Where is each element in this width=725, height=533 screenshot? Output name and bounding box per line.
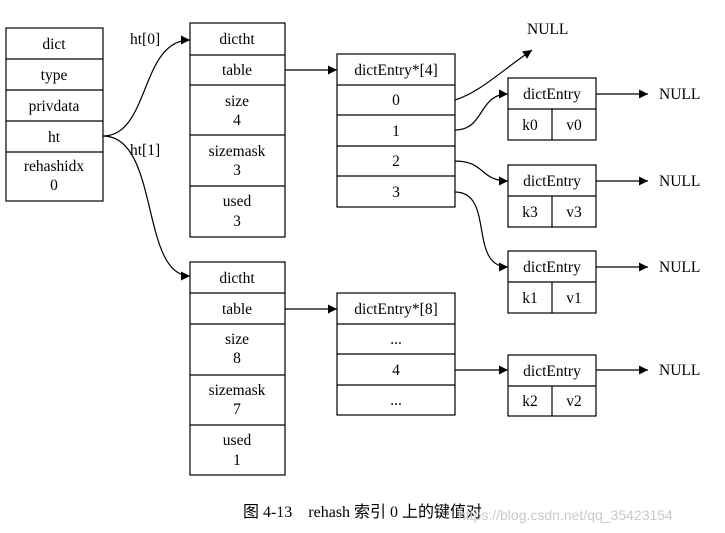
dict-entry-k3: dictEntry k3 v3	[507, 164, 597, 228]
dict-entry-k0-value: v0	[566, 117, 582, 134]
k1-next-null: NULL	[659, 259, 700, 276]
table-array-8-title: dictEntry*[8]	[354, 301, 438, 318]
dict-entry-k1-title: dictEntry	[523, 259, 581, 276]
dictht-0: dictht table size 4 sizemask 3 used 3	[189, 22, 286, 238]
dictht-1-table: table	[222, 301, 252, 318]
dict-entry-k1-key: k1	[522, 290, 538, 307]
edge-label-ht1: ht[1]	[130, 142, 160, 159]
dict-entry-k3-key: k3	[522, 204, 538, 221]
dict-entry-k2-value: v2	[566, 393, 582, 410]
dictht-1-used-label: used	[223, 432, 252, 449]
slot0-null-label: NULL	[527, 21, 568, 38]
figure-number: 图 4-13	[242, 504, 293, 521]
dict-title: dict	[42, 36, 66, 53]
dict-rehashidx-value: 0	[50, 177, 58, 194]
dict-entry-k1: dictEntry k1 v1	[507, 250, 597, 314]
dictht-0-size-value: 4	[233, 112, 241, 129]
edge-ht1	[102, 135, 191, 281]
edge-label-ht0: ht[0]	[130, 31, 160, 48]
dictht-0-sizemask-value: 3	[233, 162, 241, 179]
dictht-1-size-label: size	[225, 331, 249, 348]
table-array-8-slot-ellipsis-bottom: ...	[390, 392, 402, 409]
dict-entry-k2-title: dictEntry	[523, 363, 581, 380]
dictht-1-sizemask-label: sizemask	[209, 382, 266, 399]
table-array-8-slot-ellipsis-top: ...	[390, 331, 402, 348]
dict-entry-k3-value: v3	[566, 204, 582, 221]
table-array-8: dictEntry*[8] ... 4 ...	[336, 292, 456, 416]
k2-next-null: NULL	[659, 362, 700, 379]
dictht-1-title: dictht	[219, 270, 255, 287]
table-array-4-slot-2: 2	[392, 153, 400, 170]
dict-field-privdata: privdata	[29, 98, 80, 115]
watermark: https://blog.csdn.net/qq_35423154	[458, 507, 673, 523]
figure-title: rehash 索引 0 上的键值对	[308, 504, 483, 521]
dictht-1-size-value: 8	[233, 350, 241, 367]
table-array-4-slot-1: 1	[392, 123, 400, 140]
dict-field-type: type	[41, 67, 68, 84]
table-array-4-title: dictEntry*[4]	[354, 62, 438, 79]
dict-rehashidx-label: rehashidx	[24, 158, 85, 175]
dict-entry-k2-key: k2	[522, 393, 538, 410]
table-array-4: dictEntry*[4] 0 1 2 3	[336, 53, 456, 208]
dict-struct: dict type privdata ht rehashidx 0	[5, 27, 104, 202]
dict-field-ht: ht	[48, 129, 61, 146]
edge-slot3-entry	[454, 191, 509, 272]
dict-entry-k1-value: v1	[566, 290, 582, 307]
dictht-1-used-value: 1	[233, 452, 241, 469]
dict-entry-k0-title: dictEntry	[523, 86, 581, 103]
figure-caption: 图 4-13 rehash 索引 0 上的键值对	[0, 498, 725, 522]
table-array-4-slot-0: 0	[392, 92, 400, 109]
dictht-0-size-label: size	[225, 93, 249, 110]
edge-slot1-entry	[454, 89, 509, 131]
edge-slot2-entry	[454, 160, 509, 186]
edge-ht0	[102, 35, 191, 137]
dictht-0-used-label: used	[223, 193, 252, 210]
dict-entry-k0: dictEntry k0 v0	[507, 77, 597, 141]
dict-entry-k0-key: k0	[522, 117, 538, 134]
table-array-4-slot-3: 3	[392, 184, 400, 201]
dictht-0-title: dictht	[219, 31, 255, 48]
dictht-0-sizemask-label: sizemask	[209, 143, 266, 160]
dictht-0-table: table	[222, 62, 252, 79]
dictht-0-used-value: 3	[233, 213, 241, 230]
dictht-1-sizemask-value: 7	[233, 401, 241, 418]
dict-entry-k2: dictEntry k2 v2	[507, 354, 597, 417]
dictht-1: dictht table size 8 sizemask 7 used 1	[189, 261, 286, 476]
k3-next-null: NULL	[659, 173, 700, 190]
k0-next-null: NULL	[659, 86, 700, 103]
table-array-8-slot-4: 4	[392, 362, 400, 379]
dict-entry-k3-title: dictEntry	[523, 173, 581, 190]
edge-slot0-null	[454, 49, 533, 101]
